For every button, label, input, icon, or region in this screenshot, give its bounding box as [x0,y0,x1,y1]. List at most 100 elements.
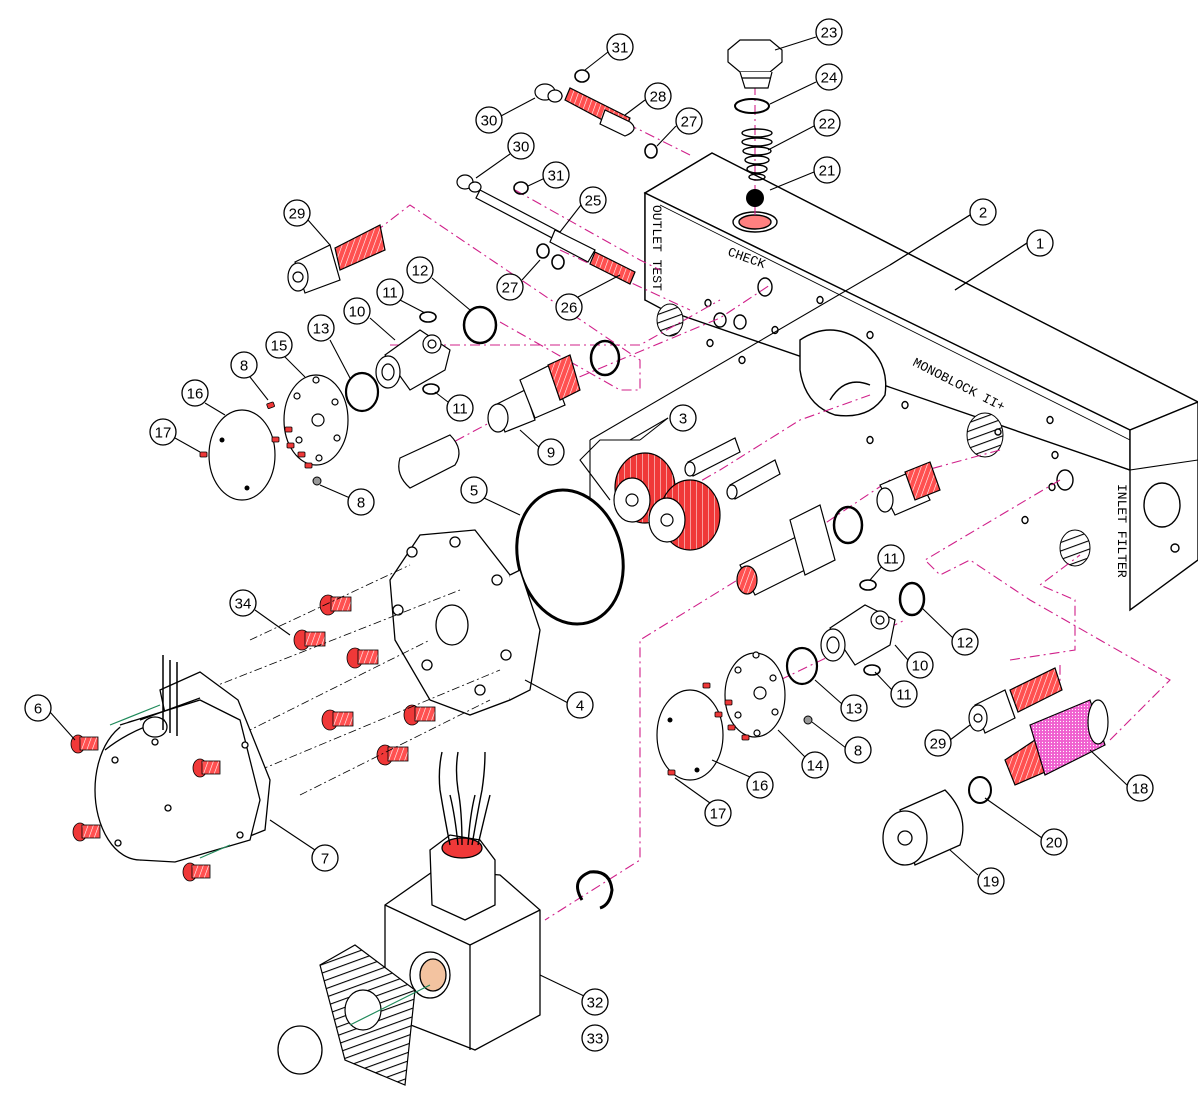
callout-number-27: 27 [502,280,519,297]
assembly-leader-lines [374,45,1171,921]
callout-number-10: 10 [349,304,366,321]
oring-center [832,505,864,545]
callout-number-8: 8 [240,358,248,375]
callout-circle-27 [675,107,703,135]
callout-circle-26 [555,293,583,321]
callout-number-28: 28 [650,89,667,106]
callout-circle-8 [230,351,258,379]
callout-circle-18 [1126,774,1154,802]
cap-screw-29-top [287,224,386,294]
callout-leader-11 [869,564,884,581]
plug-23 [727,39,783,89]
callout-circle-6 [24,694,52,722]
rod-assembly-25 [456,174,636,285]
callout-leader-12 [431,277,471,311]
callout-leader-32 [539,974,585,997]
callout-number-2: 2 [979,205,987,222]
callout-circle-29 [283,199,311,227]
manifold-block [643,152,1198,612]
threaded-sleeve [876,461,941,516]
callout-number-17: 17 [155,425,172,442]
callout-number-20: 20 [1046,835,1063,852]
callout-leader-30 [475,153,511,179]
callout-leader-5 [483,497,521,516]
cover-disc-16-right [656,689,724,781]
gear-shafts [684,437,781,500]
callout-leader-24 [769,81,817,105]
callout-leader-7 [269,819,316,851]
callout-number-30: 30 [481,113,498,130]
callout-leader-31 [584,51,609,71]
callout-circle-17 [704,799,732,827]
callout-circle-25 [579,186,607,214]
callout-number-16: 16 [752,778,769,795]
callout-number-15: 15 [271,338,288,355]
valve-body-10 [375,329,451,391]
callout-number-9: 9 [547,445,555,462]
callout-circle-11 [446,394,474,422]
callout-leader-11 [434,391,449,403]
callout-leader-27 [521,259,541,281]
callout-circle-30 [507,132,535,160]
callout-circle-19 [977,867,1005,895]
callout-number-33: 33 [587,1031,604,1048]
callout-leader-2 [889,214,971,266]
flange-plate-4 [389,529,541,716]
callout-circle-21 [813,156,841,184]
callout-leader-12 [921,607,954,639]
callout-number-30: 30 [513,139,530,156]
callout-circle-16 [181,379,209,407]
callout-circle-31 [542,161,570,189]
callout-number-19: 19 [983,874,1000,891]
small-screws-left [199,401,313,469]
callout-number-12: 12 [957,635,974,652]
callout-circle-34 [229,589,257,617]
oring-11-a [419,311,437,323]
callout-number-23: 23 [821,25,838,42]
callout-number-17: 17 [710,806,727,823]
gear-set-3 [613,452,721,551]
callout-circle-27 [496,273,524,301]
callout-circle-1 [1026,229,1054,257]
callout-number-11: 11 [896,687,912,704]
callout-leader-8 [249,376,269,401]
rubber-sleeve [398,434,460,489]
callout-circle-14 [801,751,829,779]
callout-leader-22 [767,125,815,151]
callout-number-29: 29 [289,206,306,223]
callout-leader-13 [814,679,843,705]
callout-number-5: 5 [470,483,478,500]
callout-number-27: 27 [681,114,698,131]
callout-leader-28 [624,99,646,116]
callout-number-11: 11 [382,285,398,302]
callout-leader-19 [949,849,979,876]
callout-number-31: 31 [612,40,629,57]
callout-leader-4 [524,679,569,704]
set-screw-8 [312,476,322,486]
callout-leader-29 [307,219,331,246]
callout-circle-8 [844,736,872,764]
callout-circle-5 [460,476,488,504]
oring-20 [968,776,992,804]
callout-circle-10 [343,297,371,325]
callout-number-8: 8 [357,495,365,512]
callout-circle-22 [813,109,841,137]
callout-number-7: 7 [321,851,329,868]
callout-leader-10 [894,644,909,661]
callout-circle-33 [581,1024,609,1052]
callout-number-1: 1 [1036,236,1044,253]
callout-leader-11 [874,671,893,691]
callout-leader-17 [674,777,711,804]
spring-22 [741,128,773,181]
callout-circle-16 [746,771,774,799]
callout-circle-17 [149,418,177,446]
callout-circle-7 [311,844,339,872]
callout-leader-3 [639,417,669,441]
callout-leader-15 [284,356,306,378]
callout-number-4: 4 [576,698,584,715]
callout-number-16: 16 [187,386,204,403]
check-ball-21 [746,189,764,207]
callout-circle-28 [644,82,672,110]
